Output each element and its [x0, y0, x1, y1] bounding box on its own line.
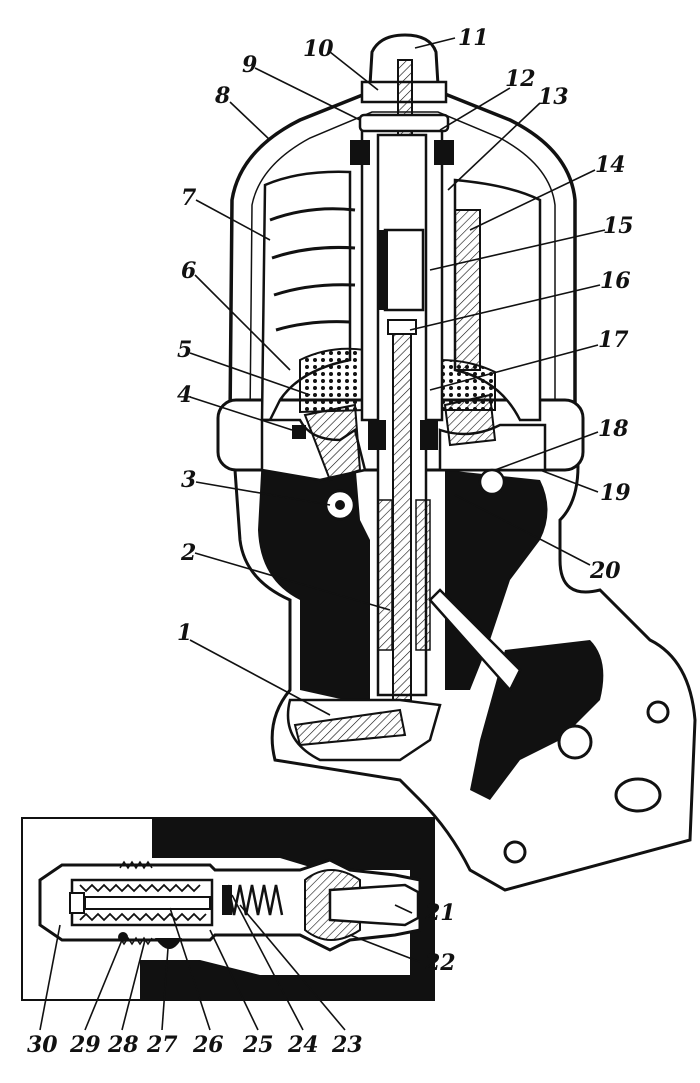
flange-hole-bottom [503, 840, 527, 864]
cap-inner [249, 111, 556, 421]
gasket [118, 932, 128, 942]
seal-4 [292, 425, 306, 439]
axle-thread-left [377, 499, 393, 651]
callout-25: 25 [242, 1032, 274, 1058]
valve-thread [119, 860, 153, 946]
callout-26: 26 [192, 1032, 224, 1058]
callout-23: 23 [331, 1032, 363, 1058]
nozzle-18 [478, 468, 506, 496]
axle-thread-right [415, 499, 431, 651]
base-dark-mass [258, 455, 370, 700]
central-axle [360, 118, 444, 701]
rotor-ring [271, 245, 356, 260]
leader-lines [39, 37, 606, 1031]
inset-bottom-dark [140, 960, 410, 1000]
axle-insert-dark [378, 230, 388, 310]
callout-18: 18 [598, 416, 629, 442]
rotor [260, 170, 547, 482]
bottom-jet [293, 708, 407, 747]
seal-washer [155, 938, 182, 949]
callout-10: 10 [303, 36, 334, 62]
inset-right-dark [410, 818, 434, 1000]
valve-plunger [84, 896, 211, 910]
valve-inset [21, 817, 435, 1001]
callout-15: 15 [603, 213, 634, 239]
valve-spring [79, 883, 207, 922]
valve-plunger-head [69, 892, 85, 914]
callout-27: 27 [146, 1032, 178, 1058]
valve-spring-small [226, 884, 284, 916]
callout-22: 22 [424, 950, 456, 976]
filter-screen [299, 347, 366, 414]
rotor-wall-right [454, 209, 481, 371]
callout-9: 9 [242, 52, 257, 78]
callout-28: 28 [107, 1032, 139, 1058]
axle-spring-seat [387, 319, 417, 335]
callout-20: 20 [589, 558, 621, 584]
callout-13: 13 [538, 84, 569, 110]
bearing-right [420, 420, 438, 450]
outlet-channel [428, 588, 522, 693]
callout-30: 30 [27, 1032, 58, 1058]
callout-5: 5 [177, 337, 192, 363]
ball-valve-inner [335, 500, 345, 510]
callout-24: 24 [287, 1032, 319, 1058]
callout-labels: 1 2 3 4 5 6 7 8 9 10 11 12 13 14 15 16 1… [27, 25, 634, 1058]
bearing-left [368, 420, 386, 450]
rotor-ring [273, 283, 356, 297]
top-bushing-left [350, 140, 370, 165]
flange-hole-top [646, 700, 670, 724]
axle-insert [383, 228, 425, 312]
callout-1: 1 [177, 620, 192, 646]
valve-seat [222, 885, 232, 915]
rotor-ring [269, 207, 356, 222]
washer [358, 113, 450, 133]
flange-hole-mid [557, 724, 593, 760]
callout-6: 6 [181, 258, 196, 284]
callout-7: 7 [181, 185, 197, 211]
callout-29: 29 [69, 1032, 101, 1058]
callout-17: 17 [598, 327, 629, 353]
callout-2: 2 [180, 540, 196, 566]
callout-12: 12 [505, 66, 536, 92]
callout-14: 14 [595, 152, 626, 178]
deflector [303, 403, 362, 482]
callout-3: 3 [181, 467, 196, 493]
callout-4: 4 [177, 382, 192, 408]
callout-11: 11 [458, 25, 489, 51]
rotor-ring [275, 320, 351, 332]
inset-top-dark [152, 818, 410, 870]
top-nut [350, 33, 454, 165]
callout-21: 21 [424, 900, 456, 926]
callout-8: 8 [214, 83, 230, 109]
callout-16: 16 [600, 268, 631, 294]
callout-19: 19 [600, 480, 631, 506]
axle-bore [392, 329, 412, 701]
top-bushing-right [434, 140, 454, 165]
deflector-right [443, 393, 497, 447]
valve-outlet [328, 883, 420, 927]
flange-hole-large [614, 777, 662, 813]
